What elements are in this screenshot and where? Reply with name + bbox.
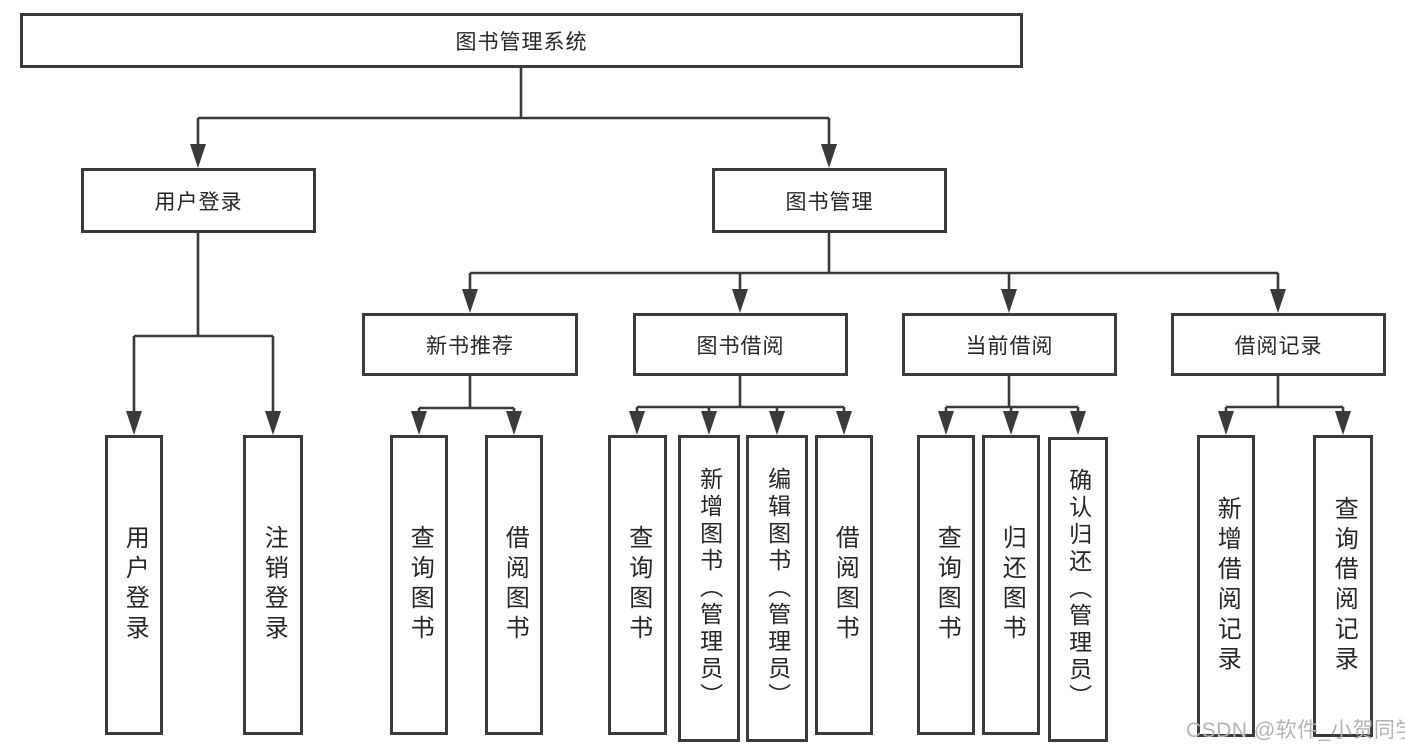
- leaf-add-books-admin: 新增图书（管理员）: [678, 435, 740, 742]
- edge-user-login-children: [126, 233, 281, 435]
- leaf-logout: 注销登录: [243, 435, 303, 735]
- edge-book-borrow-children: [629, 376, 852, 435]
- node-current-borrow: 当前借阅: [902, 313, 1117, 376]
- leaf-user-login-label: 用户登录: [121, 525, 149, 645]
- leaf-borrow-books-1: 借阅图书: [485, 435, 543, 735]
- edge-borrow-records-children: [1218, 376, 1351, 435]
- leaf-query-borrow-record: 查询借阅记录: [1313, 435, 1373, 737]
- edge-root-to-level2: [190, 68, 837, 168]
- leaf-query-books-2: 查询图书: [608, 435, 667, 735]
- leaf-query-books-1: 查询图书: [390, 435, 448, 735]
- leaf-add-borrow-record: 新增借阅记录: [1197, 435, 1255, 737]
- leaf-query-books-3: 查询图书: [917, 435, 975, 735]
- node-book-borrow: 图书借阅: [633, 313, 848, 376]
- leaf-add-books-admin-label: 新增图书（管理员）: [696, 467, 723, 710]
- leaf-logout-label: 注销登录: [260, 525, 288, 645]
- edge-current-borrow-children: [938, 376, 1086, 435]
- leaf-borrow-books-2: 借阅图书: [815, 435, 873, 735]
- leaf-edit-books-admin-label: 编辑图书（管理员）: [764, 467, 791, 710]
- edge-book-management-children: [462, 233, 1286, 313]
- leaf-query-borrow-record-label: 查询借阅记录: [1330, 496, 1358, 676]
- leaf-user-login: 用户登录: [105, 435, 163, 735]
- leaf-edit-books-admin: 编辑图书（管理员）: [746, 435, 808, 742]
- leaf-confirm-return-admin-label: 确认归还（管理员）: [1065, 468, 1092, 711]
- leaf-query-books-1-label: 查询图书: [406, 525, 434, 645]
- leaf-query-books-3-label: 查询图书: [933, 525, 961, 645]
- edge-new-book-recommend-children: [411, 376, 522, 435]
- leaf-query-books-2-label: 查询图书: [624, 525, 652, 645]
- node-library-management-system: 图书管理系统: [20, 13, 1023, 68]
- node-user-login: 用户登录: [81, 168, 316, 233]
- csdn-watermark: CSDN @软件_小贺同学: [1186, 719, 1405, 742]
- leaf-borrow-books-2-label: 借阅图书: [831, 525, 859, 645]
- leaf-return-books-label: 归还图书: [998, 525, 1026, 645]
- leaf-add-borrow-record-label: 新增借阅记录: [1213, 496, 1241, 676]
- node-new-book-recommend: 新书推荐: [362, 313, 578, 376]
- node-book-management: 图书管理: [712, 168, 947, 233]
- leaf-confirm-return-admin: 确认归还（管理员）: [1048, 437, 1108, 742]
- node-borrow-records: 借阅记录: [1171, 313, 1386, 376]
- leaf-borrow-books-1-label: 借阅图书: [501, 525, 529, 645]
- leaf-return-books: 归还图书: [982, 435, 1040, 735]
